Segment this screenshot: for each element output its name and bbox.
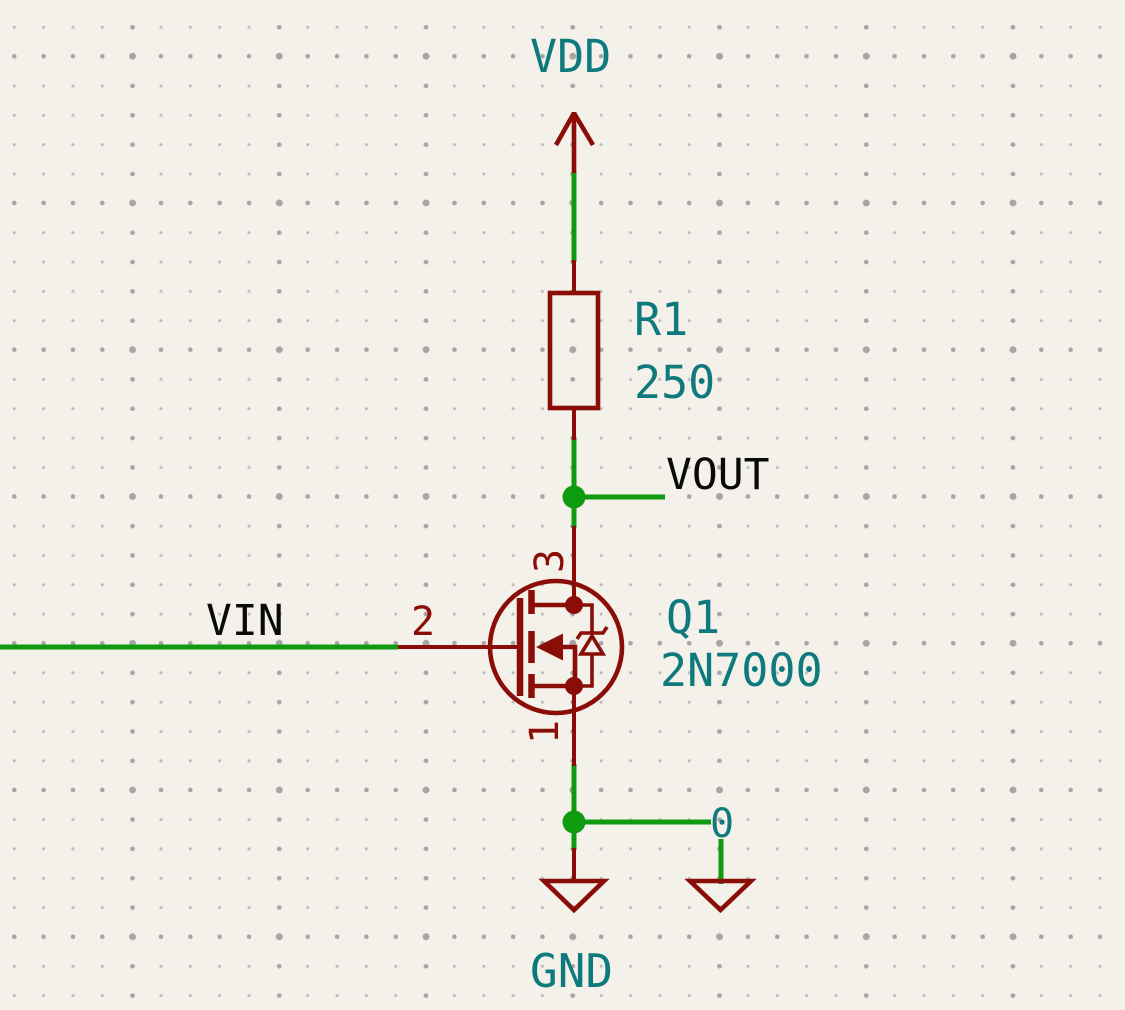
junction-dot-vout[interactable] [562,485,586,509]
r1-reference[interactable]: R1 [634,293,688,346]
vdd-arrow-right-wing [572,111,595,147]
q1-diode-bottom-line [574,654,594,688]
wires [0,171,724,884]
gnd-triangle-icon [538,878,610,914]
vdd-label[interactable]: VDD [530,30,611,83]
zero-triangle-icon [684,878,757,914]
q1-diode-top-line [574,603,594,633]
net-label-vout[interactable]: VOUT [666,450,770,500]
q1-value[interactable]: 2N7000 [660,644,823,697]
q1-reference[interactable]: Q1 [666,591,720,644]
vdd-arrow-left-wing [553,111,577,147]
q1-body-line [561,644,578,686]
r1-body [547,290,601,411]
zero-power-symbol[interactable]: 0 [684,801,757,914]
q1-pin-number-gate: 2 [411,599,435,645]
zero-label[interactable]: 0 [710,801,734,847]
r1-value[interactable]: 250 [634,356,715,409]
junction-dot-gnd[interactable] [562,810,586,834]
resistor-r1[interactable]: R1 250 [547,260,715,440]
q1-diode-triangle [577,632,607,656]
vdd-power-symbol[interactable]: VDD [530,30,611,173]
gnd-power-symbol[interactable]: GND [530,848,613,998]
q1-body-arrow [536,633,563,661]
q1-pin-number-drain: 3 [527,549,573,573]
q1-body-circle [487,578,625,716]
net-label-vin[interactable]: VIN [206,596,284,646]
gnd-label[interactable]: GND [530,944,613,998]
mosfet-q1[interactable]: 3 2 1 Q1 2N7000 [398,526,823,766]
q1-pin-number-source: 1 [522,720,568,744]
